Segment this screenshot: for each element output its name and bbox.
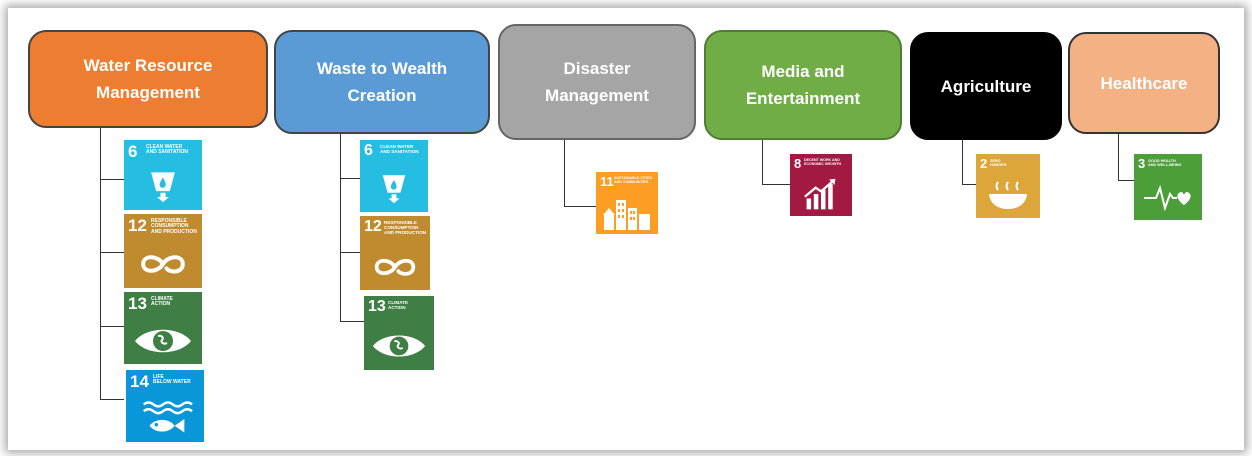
eye-globe-icon (135, 329, 191, 353)
water-drop-glass-icon (151, 172, 175, 203)
fish-waves-icon (142, 401, 193, 433)
connector-line (762, 140, 791, 185)
sdg-3-tile: 3 GOOD HEALTH AND WELL-BEING (1134, 154, 1202, 220)
sdg-8-tile: 8 DECENT WORK AND ECONOMIC GROWTH (790, 154, 852, 216)
sdg-13-tile: 13 CLIMATE ACTION (124, 292, 202, 364)
connector-line (340, 178, 360, 179)
connector-line (100, 326, 124, 327)
sdg-13-tile: 13 CLIMATE ACTION (364, 296, 434, 370)
connector-line (340, 321, 364, 322)
infinity-icon (141, 255, 185, 274)
connector-line (100, 128, 101, 400)
sdg-12-tile: 12 RESPONSIBLE CONSUMPTION AND PRODUCTIO… (124, 214, 202, 288)
city-buildings-icon (603, 200, 650, 230)
sdg-14-tile: 14 LIFE BELOW WATER (126, 370, 204, 442)
category-waste-to-wealth-creation: Waste to Wealth Creation (274, 30, 490, 134)
connector-line (962, 140, 977, 185)
category-media-and-entertainment: Media and Entertainment (704, 30, 902, 140)
category-agriculture: Agriculture (910, 32, 1062, 140)
infinity-icon (374, 258, 416, 276)
category-healthcare: Healthcare (1068, 32, 1220, 134)
category-disaster-management: Disaster Management (498, 24, 696, 140)
sdg-12-tile: 12 RESPONSIBLE CONSUMPTION AND PRODUCTIO… (360, 216, 430, 290)
connector-line (340, 134, 341, 322)
connector-line (100, 252, 124, 253)
category-water-resource-management: Water Resource Management (28, 30, 268, 128)
sdg-6-tile: 6 CLEAN WATER AND SANITATION (360, 140, 428, 212)
connector-line (340, 252, 360, 253)
connector-line (100, 399, 124, 400)
sdg-6-tile: 6 CLEAN WATER AND SANITATION (124, 140, 202, 210)
connector-line (100, 179, 124, 180)
bowl-icon (989, 181, 1027, 209)
sdg-11-tile: 11 SUSTAINABLE CITIES AND COMMUNITIES (596, 172, 658, 234)
eye-globe-icon (372, 335, 426, 357)
water-drop-glass-icon (382, 175, 406, 204)
sdg-2-tile: 2 ZERO HUNGER (976, 154, 1040, 218)
growth-chart-icon (804, 178, 836, 210)
connector-line (564, 140, 597, 207)
heartbeat-icon (1144, 184, 1191, 212)
connector-line (1118, 134, 1135, 181)
